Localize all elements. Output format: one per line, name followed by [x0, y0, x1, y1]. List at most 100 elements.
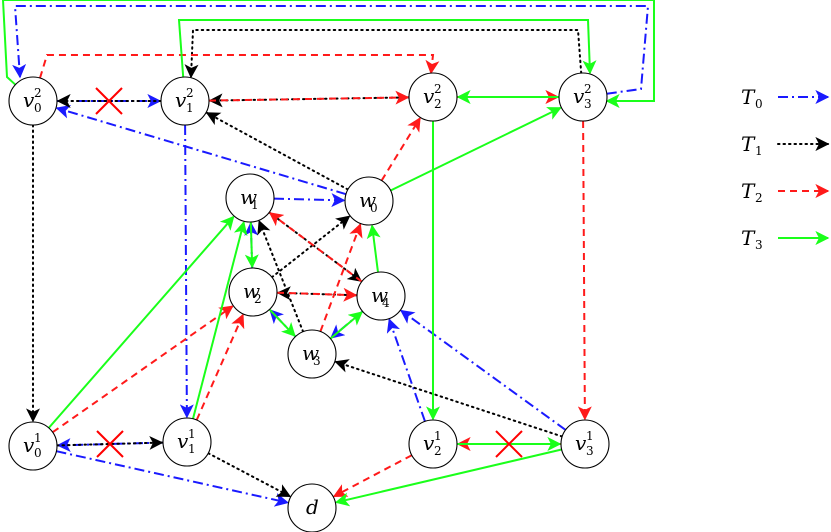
node-subscript: 0 — [370, 201, 378, 215]
edge-t2-w0-to-v22 — [380, 117, 421, 182]
removed-edge-cross-icon — [495, 430, 523, 458]
node-subscript: 4 — [382, 296, 390, 310]
legend-label: T — [741, 85, 756, 109]
edge-t3-v02-to-v32 — [1, 0, 655, 108]
edge-t0-w0-to-v02 — [55, 104, 347, 196]
node-subscript: 1 — [188, 442, 196, 456]
node-label: v — [23, 88, 35, 112]
removed-edge-cross-icon — [96, 430, 124, 458]
node-superscript: 2 — [34, 86, 42, 100]
edge-t1-v32-to-v12 — [184, 29, 583, 79]
removed-edge-markers — [95, 87, 523, 458]
edge-t1-w0-to-v12 — [205, 111, 349, 191]
node-subscript: 3 — [313, 354, 321, 368]
edge-t2-w3-to-w0 — [319, 223, 363, 332]
node-superscript: 1 — [34, 431, 42, 445]
edge-t3-v31-to-d — [334, 448, 562, 507]
node-label: w — [243, 279, 260, 303]
node-circle — [8, 76, 58, 126]
node-circle — [408, 419, 458, 469]
node-w2: w2 — [228, 267, 278, 317]
node-superscript: 2 — [434, 82, 442, 96]
legend-label: T — [741, 179, 756, 203]
node-label: v — [575, 431, 587, 455]
node-circle — [162, 417, 212, 467]
legend-label: T — [741, 132, 756, 156]
edges-layer — [1, 0, 655, 507]
edge-t3-w3-to-w4 — [329, 311, 363, 340]
legend-label-subscript: 3 — [755, 238, 763, 252]
node-label: v — [177, 429, 189, 453]
node-circle — [8, 421, 58, 471]
edge-t1-w2-to-w0 — [270, 215, 351, 279]
edge-t3-w1-to-w2 — [244, 221, 259, 269]
edge-t2-v21-to-d — [332, 454, 413, 498]
node-circle — [287, 329, 337, 379]
legend-label: T — [741, 226, 756, 250]
edge-t2-w2-to-w4 — [276, 287, 358, 302]
node-subscript: 1 — [186, 101, 194, 115]
node-label: w — [302, 341, 319, 365]
node-superscript: 1 — [434, 429, 442, 443]
node-label: d — [306, 495, 319, 519]
node-label: v — [423, 431, 435, 455]
edge-t1-v31-to-w3 — [334, 359, 564, 438]
node-subscript: 0 — [34, 446, 42, 460]
node-w4: w4 — [356, 271, 406, 321]
node-subscript: 2 — [434, 97, 442, 111]
removed-edge-cross-icon — [95, 87, 123, 115]
node-superscript: 1 — [188, 427, 196, 441]
edge-t3-v11-to-w1 — [192, 220, 248, 420]
edge-t0-v21-to-w4 — [386, 318, 426, 422]
node-w1: w1 — [225, 173, 275, 223]
node-circle — [160, 76, 210, 126]
node-circle — [228, 267, 278, 317]
node-subscript: 1 — [251, 198, 259, 212]
node-label: w — [359, 188, 376, 212]
node-circle — [225, 173, 275, 223]
node-subscript: 2 — [254, 292, 262, 306]
node-circle — [558, 72, 608, 122]
edge-t2-v01-to-w2 — [52, 305, 234, 434]
edge-t1-v11-to-d — [207, 452, 292, 498]
edge-t0-w1-to-w0 — [273, 193, 346, 208]
edge-t2-v11-to-w2 — [195, 313, 245, 421]
edge-t1-w3-to-w1 — [257, 219, 305, 333]
node-subscript: 3 — [586, 444, 594, 458]
edge-t3-w0-to-v32 — [390, 107, 562, 192]
node-label: v — [23, 433, 35, 457]
edge-t1-w1-to-w4 — [268, 211, 363, 282]
node-superscript: 2 — [186, 86, 194, 100]
edge-t3-v01-to-w1 — [48, 215, 235, 429]
edge-t3-w4-to-w0 — [366, 224, 381, 273]
edge-t0-v31-to-w4 — [400, 309, 567, 431]
edge-t3-v12-to-v32 — [177, 19, 597, 78]
edge-t0-v32-to-v02 — [12, 5, 650, 95]
node-subscript: 3 — [584, 97, 592, 111]
edge-t1-v01-to-v11 — [56, 435, 164, 450]
legend-label-subscript: 0 — [755, 97, 763, 111]
node-circle — [356, 271, 406, 321]
node-label: v — [423, 84, 435, 108]
edge-t2-v32-to-v31 — [577, 120, 592, 421]
node-w3: w3 — [287, 329, 337, 379]
node-label: w — [240, 185, 257, 209]
legend-label-subscript: 2 — [755, 191, 763, 205]
node-superscript: 2 — [584, 82, 592, 96]
edge-t3-w2-to-w3 — [268, 308, 296, 337]
legend-label-subscript: 1 — [755, 144, 763, 158]
node-subscript: 0 — [34, 101, 42, 115]
node-circle — [408, 72, 458, 122]
